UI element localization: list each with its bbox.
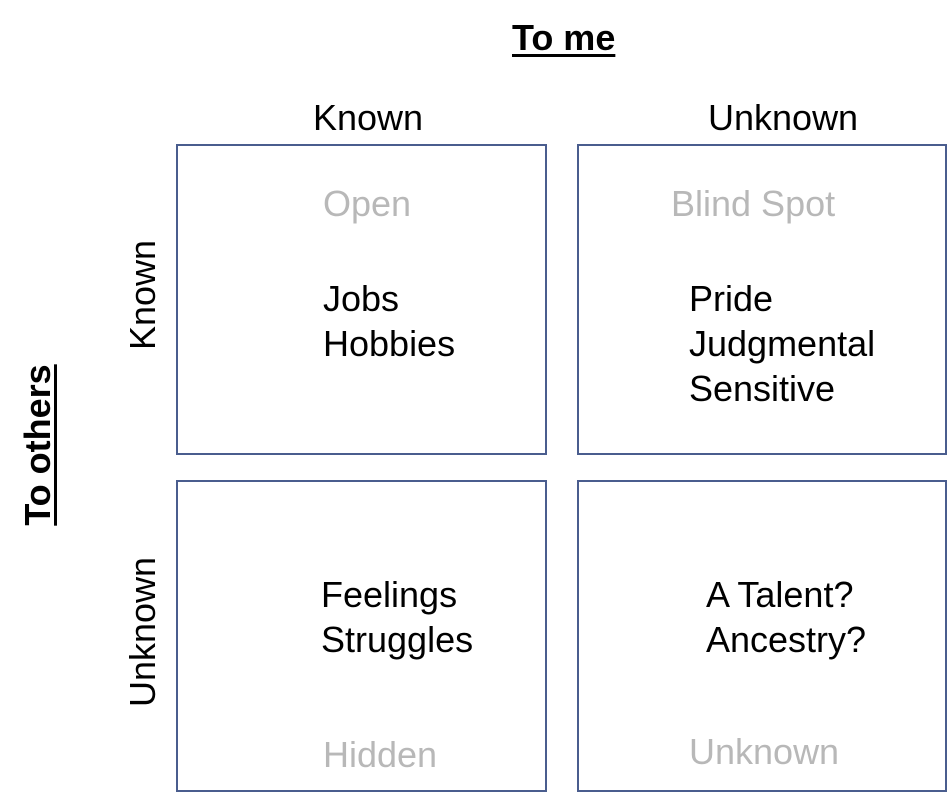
quadrant-item: Ancestry? xyxy=(706,619,867,660)
quadrant-open: Open Jobs Hobbies xyxy=(176,144,547,455)
quadrant-hidden: Feelings Struggles Hidden xyxy=(176,480,547,792)
quadrant-item: Feelings xyxy=(321,574,458,615)
axis-title-to-others: To others xyxy=(17,364,58,526)
quadrant-blind-spot: Blind Spot Pride Judgmental Sensitive xyxy=(577,144,947,455)
row-header-known: Known xyxy=(122,239,163,351)
quadrant-item: Hobbies xyxy=(323,323,456,364)
column-header-unknown: Unknown xyxy=(708,97,859,138)
quadrant-item: Judgmental xyxy=(689,323,876,364)
quadrant-item: Pride xyxy=(689,278,774,319)
quadrant-item: A Talent? xyxy=(706,574,854,615)
quadrant-item-list: Jobs Hobbies xyxy=(323,276,455,366)
quadrant-label: Hidden xyxy=(323,734,438,775)
quadrant-item: Sensitive xyxy=(689,368,836,409)
quadrant-label: Open xyxy=(323,183,412,224)
quadrant-item-list: Pride Judgmental Sensitive xyxy=(689,276,875,411)
quadrant-label: Unknown xyxy=(689,731,840,772)
axis-title-to-me: To me xyxy=(512,17,616,58)
quadrant-item: Jobs xyxy=(323,278,400,319)
quadrant-label: Blind Spot xyxy=(671,183,836,224)
quadrant-item-list: Feelings Struggles xyxy=(321,572,473,662)
quadrant-item-list: A Talent? Ancestry? xyxy=(706,572,866,662)
column-header-known: Known xyxy=(313,97,424,138)
row-header-unknown: Unknown xyxy=(122,556,163,708)
quadrant-item: Struggles xyxy=(321,619,474,660)
quadrant-unknown: A Talent? Ancestry? Unknown xyxy=(577,480,947,792)
